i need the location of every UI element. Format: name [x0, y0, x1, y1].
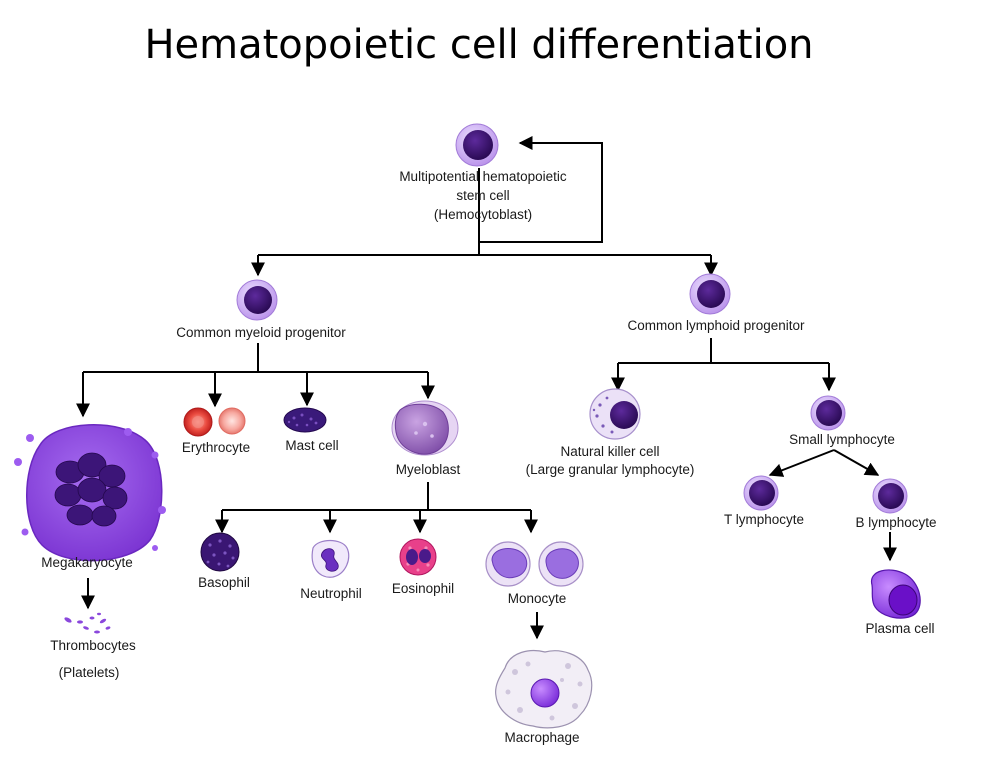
label-t-lymphocyte: T lymphocyte: [724, 512, 804, 527]
label-monocyte: Monocyte: [508, 591, 567, 606]
small-lymphocyte-icon: [810, 395, 846, 431]
plasma-cell-icon: [871, 569, 921, 619]
cell-labels: Multipotential hematopoietic stem cell (…: [41, 169, 936, 745]
label-platelets: (Platelets): [59, 665, 120, 680]
label-basophil: Basophil: [198, 575, 250, 590]
neutrophil-icon: [311, 539, 350, 578]
mast-cell-icon: [283, 407, 327, 433]
macrophage-icon: [495, 649, 593, 729]
label-erythrocyte: Erythrocyte: [182, 440, 250, 455]
lymphoid-progenitor-icon: [689, 273, 731, 315]
eosinophil-icon: [399, 538, 437, 576]
label-clp: Common lymphoid progenitor: [627, 318, 805, 333]
label-cmp: Common myeloid progenitor: [176, 325, 346, 340]
label-megakaryocyte: Megakaryocyte: [41, 555, 133, 570]
myeloid-progenitor-icon: [236, 279, 278, 321]
label-hsc-line3: (Hemocytoblast): [434, 207, 532, 222]
label-hsc-line2: stem cell: [456, 188, 509, 203]
erythrocyte-icon: [183, 407, 246, 437]
label-hsc-line1: Multipotential hematopoietic: [399, 169, 567, 184]
label-b-lymphocyte: B lymphocyte: [855, 515, 936, 530]
b-lymphocyte-icon: [872, 478, 908, 514]
connector-lines: [76, 143, 897, 640]
label-myeloblast: Myeloblast: [396, 462, 461, 477]
label-thrombocytes: Thrombocytes: [50, 638, 136, 653]
label-macrophage: Macrophage: [504, 730, 579, 745]
label-nk-line1: Natural killer cell: [560, 444, 659, 459]
platelets-icon: [64, 612, 111, 634]
label-mast-cell: Mast cell: [285, 438, 338, 453]
monocyte-icon: [485, 541, 584, 587]
t-lymphocyte-icon: [743, 475, 779, 511]
label-eosinophil: Eosinophil: [392, 581, 454, 596]
label-plasma-cell: Plasma cell: [865, 621, 934, 636]
label-nk-line2: (Large granular lymphocyte): [526, 462, 695, 477]
megakaryocyte-icon: [14, 424, 166, 562]
label-neutrophil: Neutrophil: [300, 586, 362, 601]
page-title: Hematopoietic cell differentiation: [144, 22, 814, 68]
nk-cell-icon: [589, 388, 641, 440]
myeloblast-icon: [391, 400, 459, 456]
stem-cell-icon: [455, 123, 499, 167]
basophil-icon: [200, 532, 240, 572]
label-small-lymphocyte: Small lymphocyte: [789, 432, 895, 447]
